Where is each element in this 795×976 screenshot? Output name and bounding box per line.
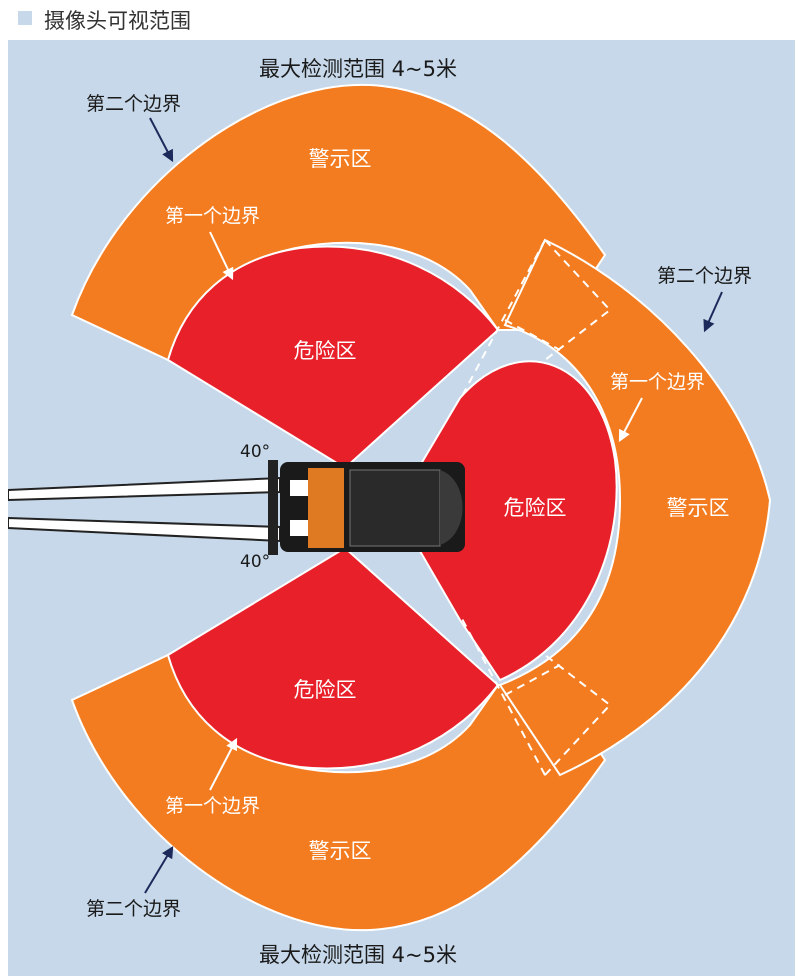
legend-bar: 摄像头可视范围 <box>0 0 795 40</box>
arrow-first-right <box>618 397 643 443</box>
danger-label-front: 危险区 <box>504 496 567 520</box>
angle-label-top: 40° <box>240 442 270 462</box>
danger-zone-front <box>393 360 618 682</box>
warning-label-bottom: 警示区 <box>309 839 372 863</box>
arrow-second-top-left <box>149 117 174 163</box>
forklift-body <box>280 462 465 552</box>
first-boundary-label-right: 第一个边界 <box>610 371 705 393</box>
danger-zone-top <box>166 245 500 470</box>
overlap-dashed-top <box>459 239 612 401</box>
danger-zone-bottom <box>166 546 500 770</box>
second-boundary-label-top-left: 第二个边界 <box>86 93 181 115</box>
first-boundary-label-bottom-left: 第一个边界 <box>165 795 260 817</box>
max-range-bottom: 最大检测范围 4~5米 <box>259 943 457 967</box>
warning-zone-front <box>498 238 772 777</box>
max-range-top: 最大检测范围 4~5米 <box>259 57 457 81</box>
warning-label-top: 警示区 <box>309 147 372 171</box>
angle-label-bottom: 40° <box>240 552 270 572</box>
arrow-second-right <box>703 291 723 333</box>
camera-view-diagram: 40° 40° 最大检测范围 4~5米 最大检测范围 4~5米 警示区 危险区 … <box>8 40 795 976</box>
first-boundary-label-top-left: 第一个边界 <box>165 205 260 227</box>
forklift-forks <box>8 460 281 555</box>
danger-label-bottom: 危险区 <box>294 678 357 702</box>
arrow-first-top-left <box>209 231 234 281</box>
second-boundary-label-right: 第二个边界 <box>657 265 752 287</box>
warning-label-front: 警示区 <box>667 496 730 520</box>
zone-diagram-svg: 40° 40° 最大检测范围 4~5米 最大检测范围 4~5米 警示区 危险区 … <box>8 57 772 967</box>
danger-label-top: 危险区 <box>294 339 357 363</box>
arrow-first-bottom-left <box>209 737 238 791</box>
second-boundary-label-bottom-left: 第二个边界 <box>86 898 181 920</box>
arrow-second-bottom-left <box>144 845 174 894</box>
overlap-dashed-bottom <box>459 614 612 776</box>
legend-swatch <box>18 11 32 25</box>
legend-label: 摄像头可视范围 <box>44 9 191 33</box>
